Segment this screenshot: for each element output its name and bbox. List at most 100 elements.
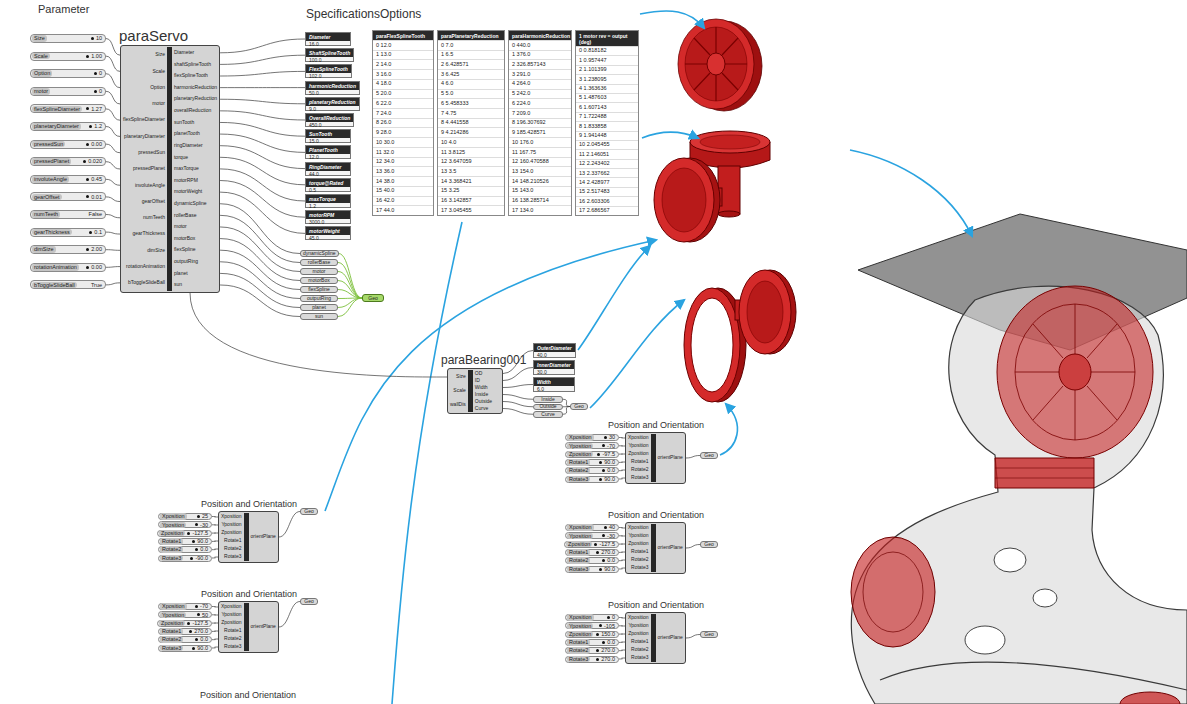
input-label: Yposition <box>628 533 649 539</box>
input-label: Rotate1 <box>221 538 242 544</box>
wire-connector <box>503 402 533 407</box>
slider-knob <box>89 125 92 128</box>
input-list: XpositionYpositionZpositionRotate1Rotate… <box>626 614 651 662</box>
slider-knob <box>190 557 193 560</box>
panel-header: planetaryReduction <box>306 98 359 106</box>
slider-label: Yposition <box>567 623 593 630</box>
spec-panel: ShaftSplineTooth100.0 <box>305 48 354 62</box>
list-row: 0 0.818182 <box>576 46 638 55</box>
component-title: paraServo <box>119 28 188 43</box>
input-label: Yposition <box>221 612 242 618</box>
output-label: OD <box>475 371 500 377</box>
slider-value: 0.0 <box>607 467 615 474</box>
section-label: Options <box>380 8 421 20</box>
input-label: Yposition <box>221 522 242 528</box>
list-row: 10 30.0 <box>373 137 433 147</box>
slider-knob <box>197 515 200 518</box>
slider-label: Rotate1 <box>567 459 590 466</box>
output-label: orientPlane <box>658 545 683 551</box>
panel-header: torque@Rated <box>306 179 350 187</box>
param-name: Inside <box>541 397 554 402</box>
list-header: 1 motor rev = output (deg) <box>576 31 638 46</box>
slider-knob <box>86 55 89 58</box>
component-title: Position and Orientation <box>608 421 704 430</box>
slider-label: Rotate2 <box>567 467 590 474</box>
panel-header: motorRPM <box>306 211 350 219</box>
slider-knob <box>607 616 610 619</box>
list-row: 11 167.75 <box>509 147 571 157</box>
blue-arrows <box>325 11 972 704</box>
param-name: outputRing <box>307 296 331 301</box>
slider-label: involuteAngle <box>32 176 69 183</box>
wire-connector <box>220 227 300 272</box>
param-name: Geo <box>304 599 313 604</box>
number-slider: involuteAngle 0.45 <box>30 175 106 184</box>
slider-value: 90.0 <box>197 645 208 652</box>
slider-value: 0 <box>99 70 102 77</box>
input-label: Rotate2 <box>221 636 242 642</box>
number-slider: Zposition-127.5 <box>157 530 212 537</box>
input-label: Rotate3 <box>628 565 649 571</box>
slider-value: 0.0 <box>200 636 208 643</box>
output-label: orientPlane <box>251 534 276 540</box>
component-box: paraBearing001SizeScalewallDisODIDWidthI… <box>447 368 503 414</box>
options-panel: 1 motor rev = output (deg)0 0.8181821 0.… <box>575 30 639 216</box>
slider-value: 90.0 <box>604 476 615 483</box>
number-slider: gearOffset0.01 <box>30 192 106 201</box>
slider-value: 0.0 <box>607 639 615 646</box>
input-label: Zposition <box>221 530 242 536</box>
input-label: rotationAnimation <box>123 264 165 270</box>
wire-connector <box>220 215 300 262</box>
slider-knob <box>602 444 605 447</box>
panel-value: 44.0 <box>306 171 350 177</box>
list-row: 15 40.0 <box>373 186 433 196</box>
number-slider: Yposition50 <box>158 611 212 618</box>
number-slider: Xposition0 <box>565 614 619 621</box>
wire-connector <box>106 215 120 218</box>
input-label: Zposition <box>628 541 649 547</box>
input-label: Option <box>123 85 165 91</box>
slider-label: bToggleSlideBall <box>32 282 77 289</box>
wire-connector <box>220 157 305 185</box>
wire-connector <box>220 285 300 317</box>
spec-panel: RingDiameter44.0 <box>305 162 351 176</box>
param-chip: Geo <box>300 508 318 515</box>
slider-label: Rotate2 <box>567 647 590 654</box>
wire-connector <box>106 74 120 88</box>
wire-connector <box>503 395 533 400</box>
list-row: 2 6.428571 <box>438 59 504 69</box>
slider-label: Rotate3 <box>567 476 590 483</box>
slider-knob <box>195 523 198 526</box>
component-bar <box>651 524 656 572</box>
slider-value: 0.45 <box>91 176 102 183</box>
component-title: Position and Orientation <box>608 601 704 610</box>
slider-knob <box>89 231 92 234</box>
slider-value: True <box>91 282 102 289</box>
slider-knob <box>596 551 599 554</box>
input-label: Rotate1 <box>221 628 242 634</box>
list-row: 14 148.210526 <box>509 176 571 186</box>
wire-connector <box>686 456 700 459</box>
slider-label: Xposition <box>160 513 187 520</box>
slider-label: Scale <box>32 53 50 60</box>
slider-knob <box>594 543 597 546</box>
wire-connector <box>279 602 300 628</box>
slider-knob <box>599 461 602 464</box>
input-label: Rotate3 <box>221 644 242 650</box>
list-row: 4 18.0 <box>373 79 433 89</box>
list-row: 7 4.75 <box>438 108 504 118</box>
slider-knob <box>596 649 599 652</box>
param-chip: Geo <box>570 403 588 410</box>
panel-value: 102.0 <box>306 73 351 79</box>
wire-connector <box>220 181 305 218</box>
number-slider: Rotate20.0 <box>565 557 619 564</box>
slider-value: 90.0 <box>197 538 208 545</box>
panel-header: FlexSplineTooth <box>306 65 351 73</box>
component-box: Position and OrientationXpositionYpositi… <box>218 511 279 563</box>
panel-value: 45.0 <box>306 235 350 241</box>
list-row: 9 4.214286 <box>438 127 504 137</box>
wire-connector <box>563 399 570 406</box>
slider-label: Yposition <box>160 612 186 619</box>
panel-value: 16.0 <box>306 41 350 47</box>
param-name: Curve <box>541 412 554 417</box>
